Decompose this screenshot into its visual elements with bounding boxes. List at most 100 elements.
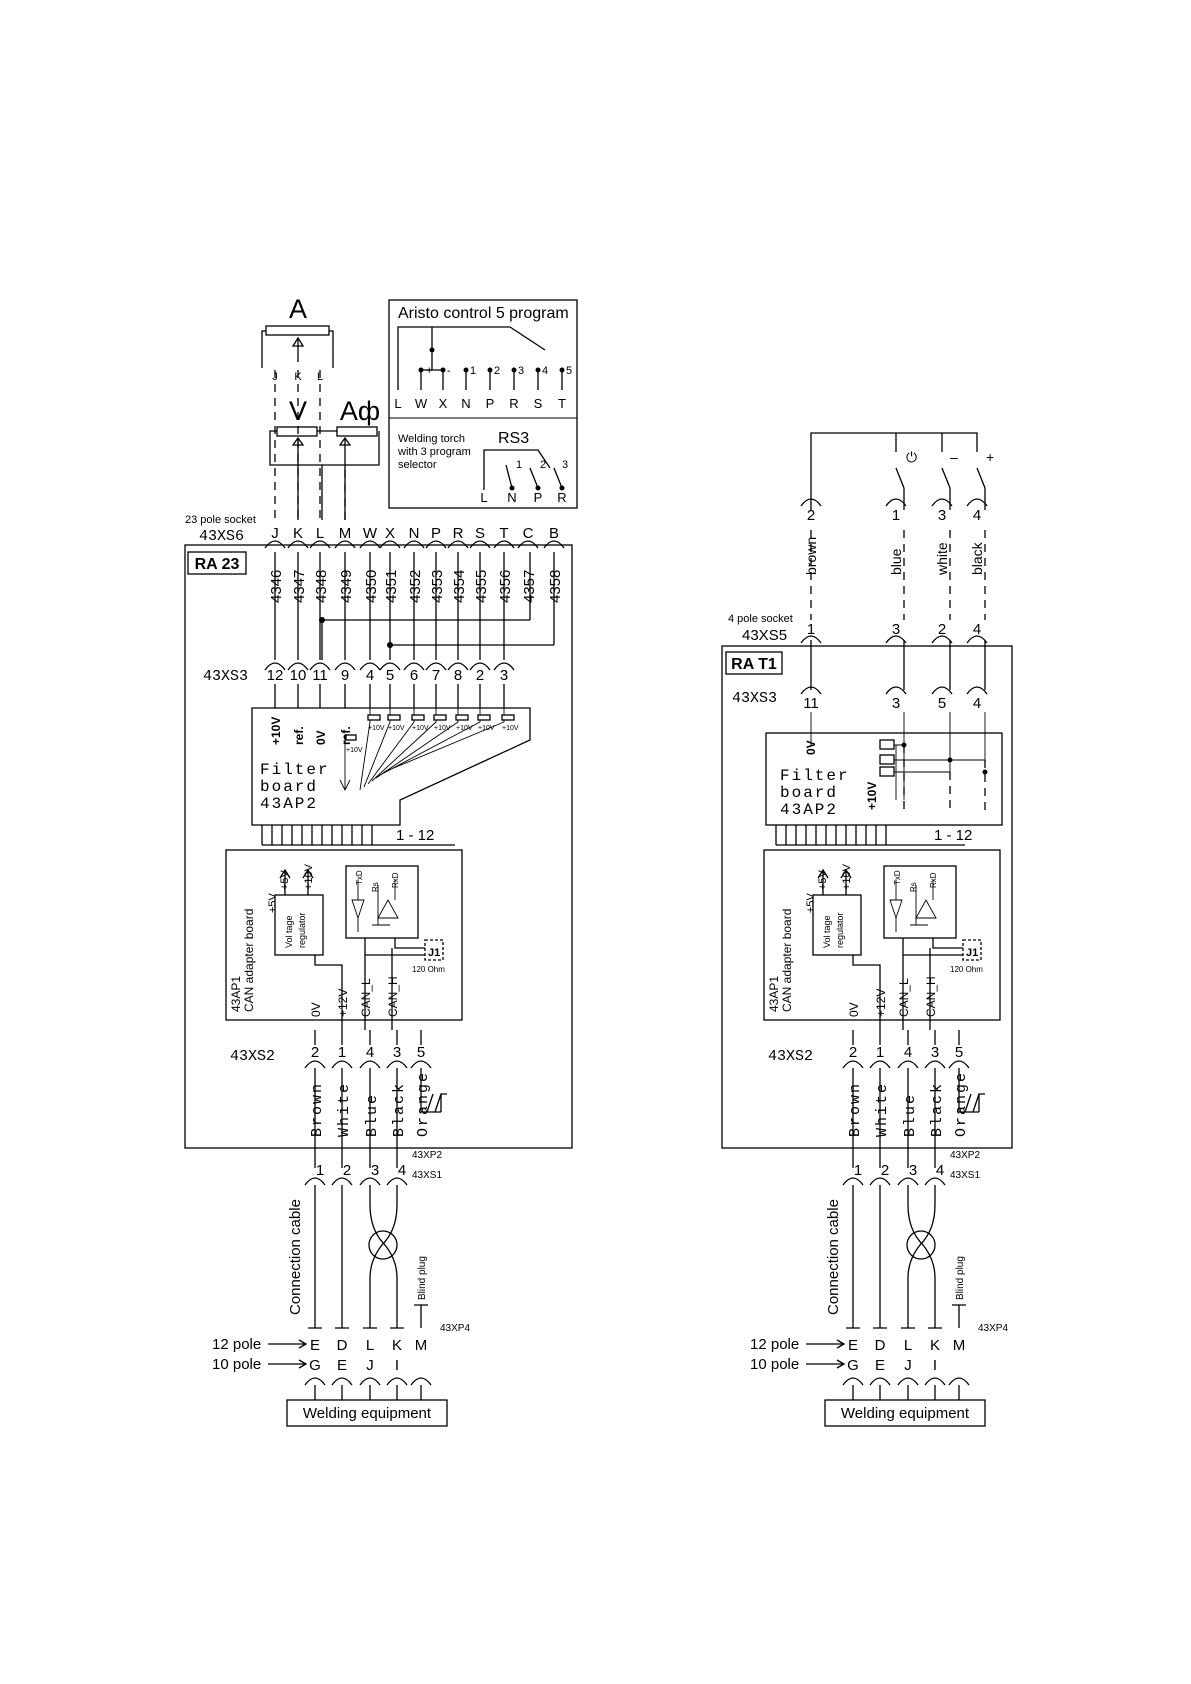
rs3-dots [509,485,565,491]
rat1-socket-caption: 4 pole socket [728,613,793,625]
rat1-wire-color: Black [929,1082,946,1137]
ra23-can-signal: +12V [336,989,350,1017]
rat1-blind-plug: Blind plug [955,1256,966,1300]
ra23-pole12-pin: D [337,1337,348,1354]
rat1-plug-pin: 1 [892,507,900,524]
rat1-wire-color: Orange [953,1071,970,1137]
potentiometer-a: A J K L [261,294,334,383]
rat1-xs3-name: 43XS3 [732,690,777,707]
rat1-filter-line-3: 43AP2 [780,801,838,819]
rat1-filter-line-2: board [780,784,838,802]
rat1-pole10-pin: E [875,1357,885,1374]
rat1-can-board [763,849,1001,1021]
socket-pin: N [409,525,420,542]
rat1-wire-color: brown [803,537,819,575]
wire-number: 4352 [407,570,424,603]
rat1-title: RA T1 [731,656,777,673]
ra23-xs1-pin: 1 [316,1162,324,1179]
torch-text-2: with 3 program [397,446,471,458]
ra23-pole12: 12 pole [212,1336,261,1353]
rat1-xs1-pin: 1 [854,1162,862,1179]
wire-number: 4356 [497,570,514,603]
rs3-sw-3: 3 [562,459,568,471]
socket-name: 43XS6 [199,528,244,545]
filter-can-bus [261,825,455,846]
ra23-xs2-pin: 5 [417,1044,425,1061]
aristo-pin: N [461,396,470,411]
rat1-xs2-arcs [842,1030,970,1069]
torch-text-3: selector [398,459,437,471]
aristo-frame [388,299,578,509]
rat1-board-name-2: CAN adapter board [780,909,794,1012]
rat1-can-signal: CAN_H [924,976,938,1017]
aristo-sw-minus: - [447,365,451,377]
filter-signal: +10V [269,717,283,745]
torch-text-1: Welding torch [398,433,465,445]
aristo-pin: T [558,396,566,411]
aristo-pin: P [486,396,495,411]
rat1-filter-board: 0V +10V Filter board 43AP2 [765,712,1003,826]
rs3-sw-1: 1 [516,459,522,471]
rat1-socket-pin: 1 [807,621,815,638]
wire-number: 4349 [338,570,355,603]
ra23-cable-wires [314,1068,447,1160]
filter-resistor [345,734,357,741]
filter-res-label: +10V [346,747,363,754]
ra23-regulator-box [274,894,324,956]
rat1-wire-color: blue [888,548,904,575]
ra23-can-board [225,849,463,1021]
ra23-xs1-arcs [304,1160,408,1186]
filter-res-label: +10V [388,725,405,732]
wire-number: 4357 [521,570,538,603]
rat1-xs3-pin: 3 [892,695,900,712]
rat1-connection-cable [846,1185,966,1329]
rat1-equipment: Welding equipment [841,1405,970,1422]
rat1-rxd: RxD [929,872,938,888]
xs3-pin: 4 [366,667,374,684]
rat1-j1-box [962,939,982,961]
rat1-filter-resistor [879,754,895,765]
ra23-ohm: 120 Ohm [412,965,445,974]
rs3-pin: N [507,490,516,505]
ra23-regulator-1: Vol tage [284,915,294,948]
rat1-pole10-pin: G [847,1357,859,1374]
rat1-regulator-box [812,894,862,956]
ra23-transceiver [351,880,399,932]
filter-res-label: +10V [478,725,495,732]
wire-number: 4350 [363,570,380,603]
rat1-cable-wires [852,1068,985,1160]
ra23-title-box [187,551,247,575]
socket-pin: M [339,525,352,542]
ra23-rs: Rs [371,882,380,892]
xs3-pin: 10 [290,667,307,684]
rat1-pole-arrows [806,1339,846,1369]
rat1-cable-twist [906,1230,936,1260]
ra23-xp4: 43XP4 [440,1323,470,1334]
wire-number: 4358 [547,570,564,603]
ra23-pole10-pin: I [395,1357,399,1374]
filter-res-label: +10V [456,725,473,732]
rat1-filter-resistor [879,766,895,777]
rat1-pole10: 10 pole [750,1356,799,1373]
rat1-filter-can-bus [775,825,965,846]
rs3-title: RS3 [498,430,529,447]
aristo-pin: S [534,396,543,411]
rat1-wire-color: Blue [902,1093,919,1137]
ra23-can-signal: 0V [309,1002,323,1017]
ra23-xs1-pin: 4 [398,1162,406,1179]
ra23-wire-color: Black [391,1082,408,1137]
wire-number: 4346 [268,570,285,603]
rs3-pin: R [557,490,566,505]
pot-a-leads [261,330,334,368]
xs3-pin: 5 [386,667,394,684]
filter-board-wiring [339,708,505,792]
socket-pin: T [499,525,508,542]
ra23-xs2-pin: 4 [366,1044,374,1061]
aristo-pin: X [439,396,448,411]
ra23-diagram: A J K L V Aф Aristo control 5 program [184,294,578,1149]
